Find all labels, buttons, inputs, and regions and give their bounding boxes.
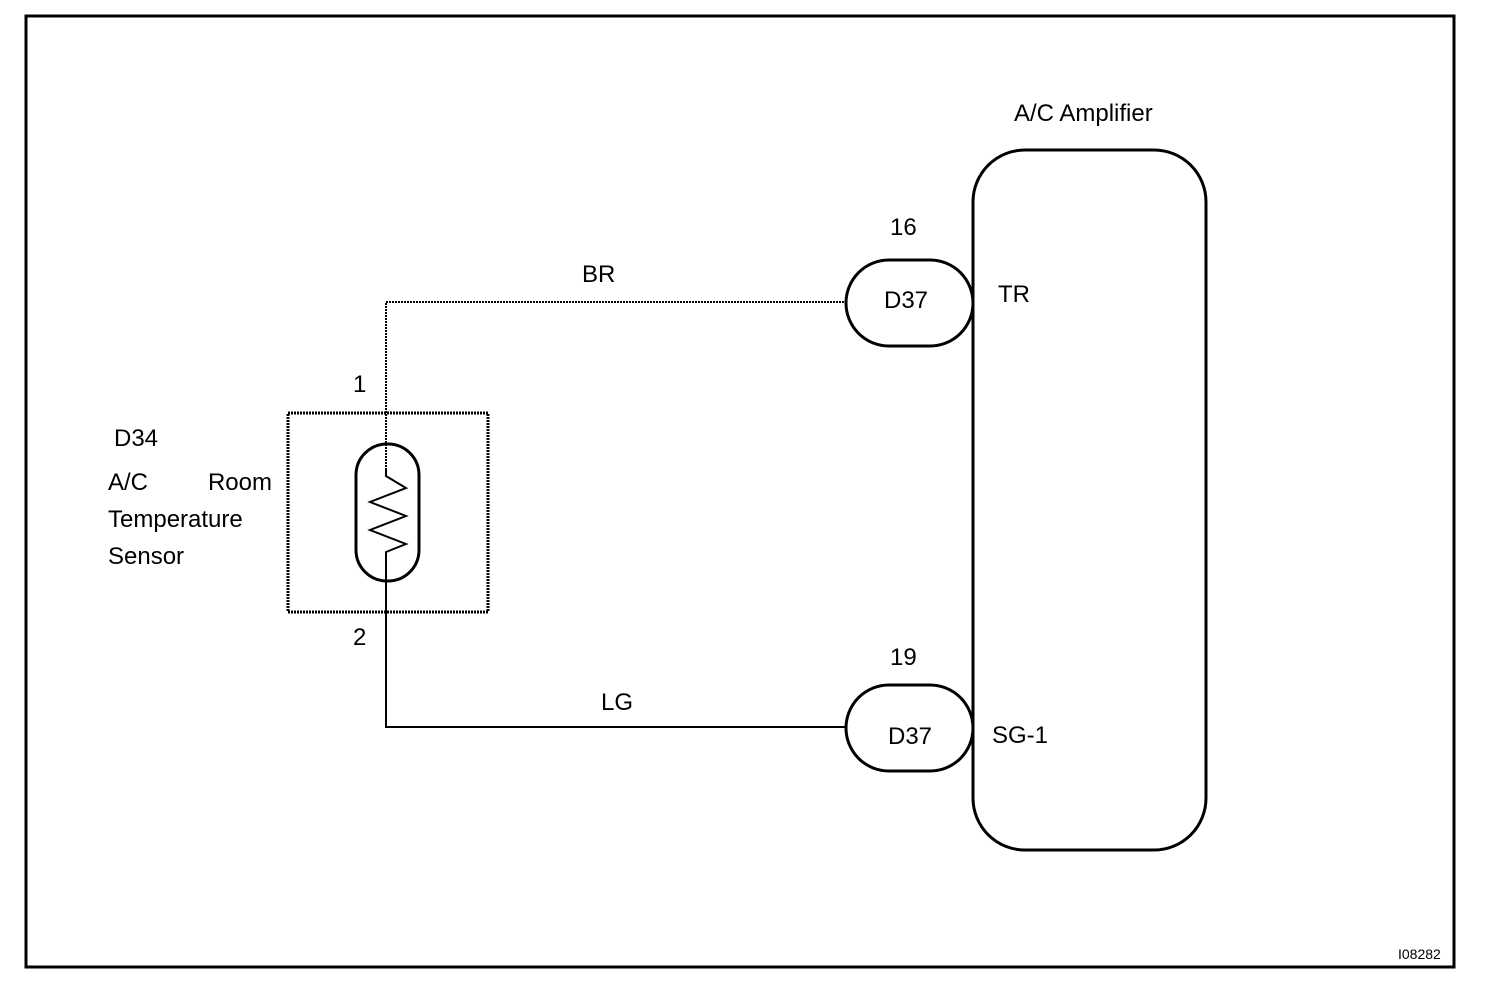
diagram-frame [24,14,1456,969]
amplifier-body [971,148,1208,852]
sensor-name-part1: A/C [108,469,149,496]
terminal-tr-label: TR [998,281,1030,308]
wire-br-label: BR [582,261,616,288]
sensor-housing [286,411,490,614]
sensor-name-line2: Temperature [108,506,243,533]
terminal-sg1-label: SG-1 [992,722,1049,749]
sensor-name-part2: Room [207,469,272,496]
sensor-code: D34 [114,425,159,452]
thermistor-capsule [354,442,421,583]
figure-id: I08282 [1398,946,1441,962]
sensor-name-line1: A/C Room [108,464,272,501]
pin-16-label: 16 [890,214,917,241]
wire-lg-label: LG [601,689,634,716]
amplifier-title: A/C Amplifier [1014,100,1153,127]
sensor-pin-1-label: 1 [353,371,367,398]
sensor-pin-2-label: 2 [353,624,367,651]
pin-19-label: 19 [890,644,917,671]
wire-br [385,301,846,470]
connector-bottom-label: D37 [888,723,933,750]
thermistor-resistor [367,470,409,560]
connector-top-label: D37 [884,287,929,314]
sensor-name: A/C Room Temperature Sensor [108,464,272,575]
wire-lg [385,560,846,728]
sensor-name-line3: Sensor [108,543,185,570]
